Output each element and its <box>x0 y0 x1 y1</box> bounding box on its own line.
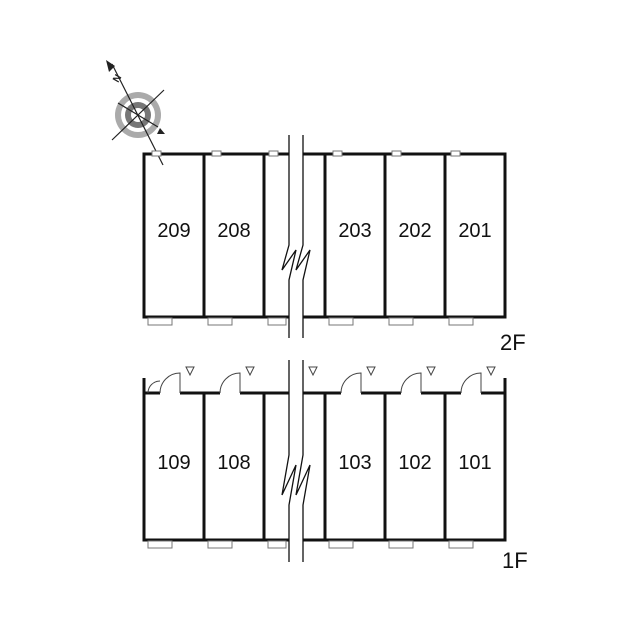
floor-2-windows <box>147 150 474 326</box>
compass-icon: N <box>106 60 165 166</box>
unit-label: 208 <box>217 220 250 242</box>
unit-label: 109 <box>157 452 190 474</box>
floor-1-label: 1F <box>502 548 528 573</box>
break-line-2f <box>281 135 311 338</box>
floor-2-label: 2F <box>500 330 526 355</box>
unit-201 <box>443 152 507 319</box>
floor-1-windows <box>147 540 474 549</box>
unit-label: 202 <box>398 220 431 242</box>
compass-north-label: N <box>111 73 124 85</box>
unit-label: 209 <box>157 220 190 242</box>
unit-label: 102 <box>398 452 431 474</box>
unit-label: 103 <box>338 452 371 474</box>
floor-1-units <box>142 378 507 542</box>
unit-label: 201 <box>458 220 491 242</box>
floor-2-units <box>142 152 507 319</box>
unit-label: 203 <box>338 220 371 242</box>
unit-label: 101 <box>458 452 491 474</box>
unit-label: 108 <box>217 452 250 474</box>
floor-1-doors <box>147 366 496 397</box>
unit-208 <box>202 152 266 319</box>
break-line-1f <box>281 360 311 562</box>
